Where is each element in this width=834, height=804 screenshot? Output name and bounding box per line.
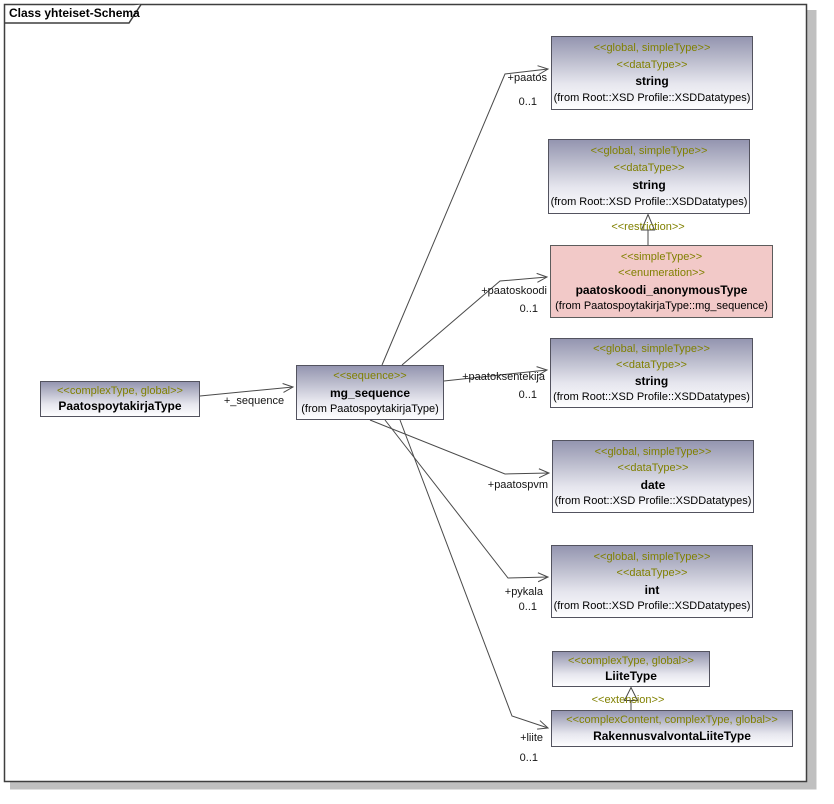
class-from-label: (from Root::XSD Profile::XSDDatatypes) <box>553 92 751 105</box>
edge-pykala[interactable] <box>384 419 550 583</box>
class-box-date[interactable]: <<global, simpleType>> <<dataType>> date… <box>552 440 754 513</box>
class-box-string-paatoksentekija[interactable]: <<global, simpleType>> <<dataType>> stri… <box>550 338 753 408</box>
stereotype-label: <<complexContent, complexType, global>> <box>566 714 778 727</box>
stereotype-label: <<complexType, global>> <box>568 655 694 667</box>
edge-paatoskoodi[interactable] <box>401 272 549 366</box>
frame-title: Class yhteiset-Schema <box>9 6 140 20</box>
class-from-label: (from PaatospoytakirjaType::mg_sequence) <box>555 300 768 313</box>
class-name: string <box>634 374 669 388</box>
class-name: mg_sequence <box>329 385 411 400</box>
edge-label-paatospvm: +paatospvm <box>487 479 548 491</box>
edge-multiplicity-paatoskoodi: 0..1 <box>519 303 538 315</box>
edge-multiplicity-pykala: 0..1 <box>518 601 537 613</box>
extension-triangle-icon <box>623 686 639 701</box>
stereotype-label: <<enumeration>> <box>618 267 705 280</box>
stereotype-label: <<dataType>> <box>613 162 685 174</box>
stereotype-label: <<dataType>> <box>616 359 687 371</box>
class-name: string <box>632 178 666 192</box>
edge-label-paatoksentekija: +paatoksentekija <box>462 371 545 383</box>
edge-label-pykala: +pykala <box>504 586 543 598</box>
class-box-string-restriction-base[interactable]: <<global, simpleType>> <<dataType>> stri… <box>548 139 750 214</box>
edge-multiplicity-liite: 0..1 <box>519 752 538 764</box>
class-from-label: (from Root::XSD Profile::XSDDatatypes) <box>553 600 751 613</box>
class-box-paatospoytakirjatype[interactable]: <<complexType, global>> Paatospoytakirja… <box>40 381 200 417</box>
class-name: RakennusvalvontaLiiteType <box>593 728 751 743</box>
class-box-paatoskoodi-anonymoustype[interactable]: <<simpleType>> <<enumeration>> paatoskoo… <box>550 245 773 318</box>
edge-paatoksentekija[interactable] <box>443 366 549 382</box>
class-name: LiiteType <box>605 669 657 683</box>
stereotype-label: <<global, simpleType>> <box>594 445 712 458</box>
class-from-label: (from Root::XSD Profile::XSDDatatypes) <box>550 196 748 208</box>
class-box-liitetype[interactable]: <<complexType, global>> LiiteType <box>552 651 710 687</box>
class-box-rakennusvalvontaliitetype[interactable]: <<complexContent, complexType, global>> … <box>551 710 793 747</box>
class-name: string <box>635 74 669 89</box>
edge-liite[interactable] <box>399 419 550 730</box>
edge-paatos[interactable] <box>381 65 550 366</box>
stereotype-label: <<dataType>> <box>616 567 688 580</box>
edge-paatospvm[interactable] <box>369 419 551 479</box>
edge-label-paatoskoodi: +paatoskoodi <box>481 285 547 297</box>
frame-title-tab <box>4 4 142 24</box>
class-from-label: (from Root::XSD Profile::XSDDatatypes) <box>553 391 750 403</box>
stereotype-label: <<sequence>> <box>333 370 407 383</box>
edge-label-paatos: +paatos <box>507 72 547 84</box>
class-box-string-paatos[interactable]: <<global, simpleType>> <<dataType>> stri… <box>551 36 753 110</box>
edge-label-extension: <<extension>> <box>591 694 665 706</box>
class-box-int[interactable]: <<global, simpleType>> <<dataType>> int … <box>551 545 753 618</box>
class-name: date <box>640 477 666 492</box>
stereotype-label: <<global, simpleType>> <box>590 145 708 157</box>
class-from-label: (from PaatospoytakirjaType) <box>301 402 439 415</box>
edge-label-restriction: <<restriction>> <box>611 221 685 233</box>
stereotype-label: <<global, simpleType>> <box>593 343 710 355</box>
edge-multiplicity-paatoksentekija: 0..1 <box>518 389 537 401</box>
stereotype-label: <<complexType, global>> <box>57 385 183 397</box>
stereotype-label: <<global, simpleType>> <box>593 41 711 54</box>
class-box-mg-sequence[interactable]: <<sequence>> mg_sequence (from Paatospoy… <box>296 365 444 420</box>
edge-sequence[interactable] <box>199 383 295 397</box>
edge-label-liite: +liite <box>520 732 543 744</box>
class-name: int <box>644 582 660 597</box>
stereotype-label: <<simpleType>> <box>620 250 703 263</box>
class-name: PaatospoytakirjaType <box>58 399 182 413</box>
stereotype-label: <<dataType>> <box>617 462 689 475</box>
stereotype-label: <<global, simpleType>> <box>593 550 711 563</box>
restriction-triangle-icon <box>640 213 656 231</box>
edge-multiplicity-paatos: 0..1 <box>518 96 537 108</box>
edge-label-sequence: +_sequence <box>223 395 285 407</box>
class-from-label: (from Root::XSD Profile::XSDDatatypes) <box>554 495 752 508</box>
class-name: paatoskoodi_anonymousType <box>575 282 748 297</box>
stereotype-label: <<dataType>> <box>616 58 688 71</box>
